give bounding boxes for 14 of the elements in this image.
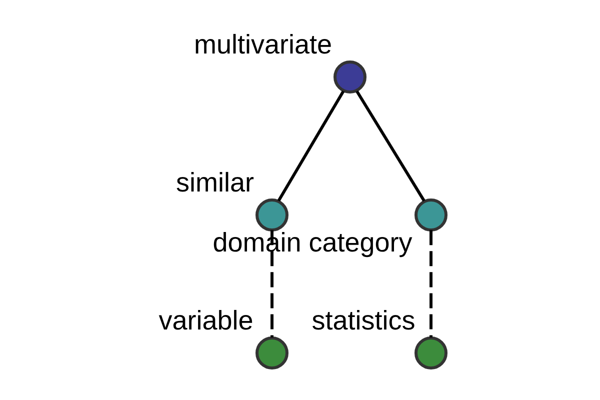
node-label: multivariate: [193, 30, 332, 60]
node-label: domain category: [212, 228, 412, 258]
node-label: similar: [176, 168, 254, 198]
node-label: variable: [158, 306, 253, 336]
node-circle: [255, 198, 288, 232]
connector: [429, 230, 432, 338]
connector: [270, 230, 273, 338]
node-circle: [414, 336, 447, 370]
connector: [355, 90, 425, 202]
connector: [276, 90, 344, 202]
node-circle: [333, 60, 366, 94]
node-label: statistics: [311, 306, 415, 336]
node-circle: [255, 336, 288, 370]
node-circle: [414, 198, 447, 232]
